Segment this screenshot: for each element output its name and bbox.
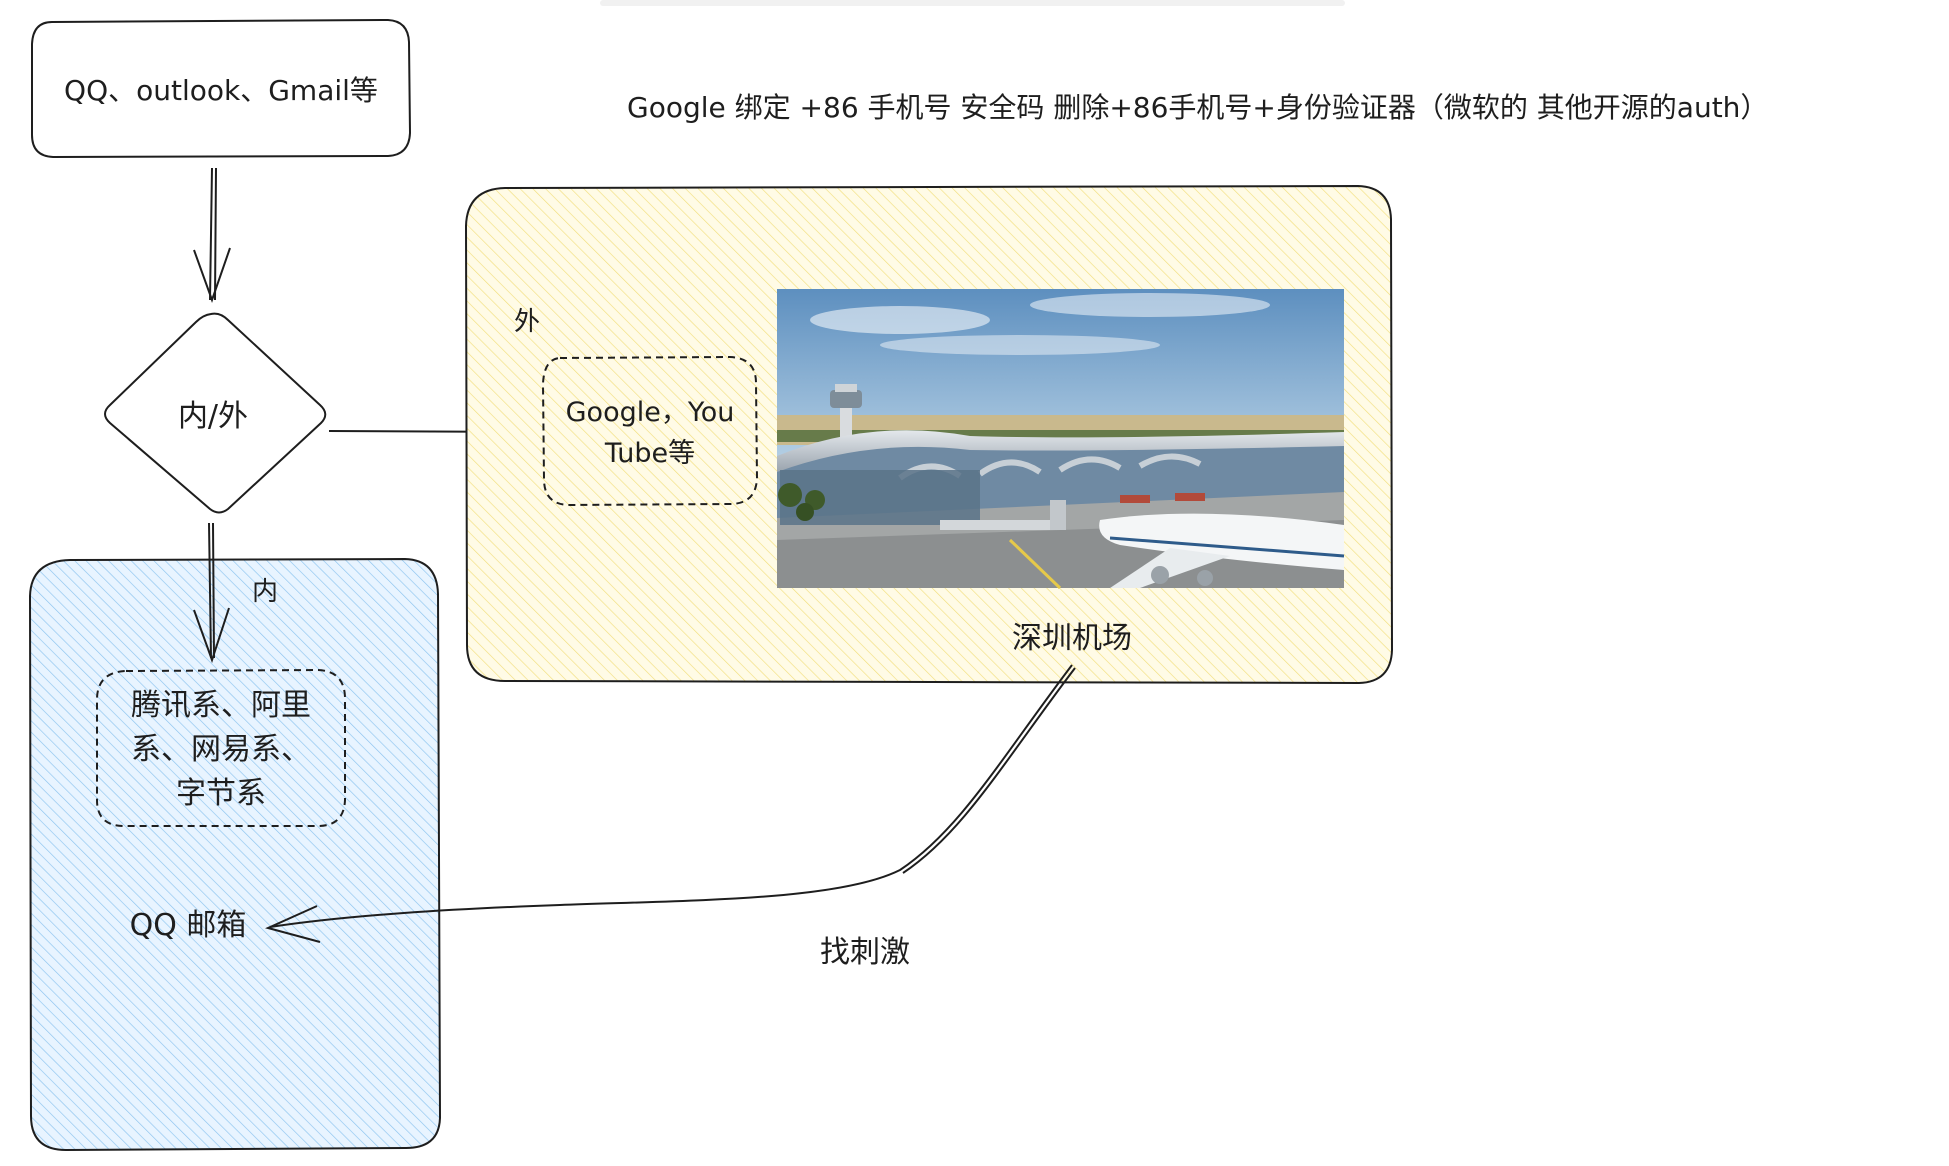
decision-node[interactable]: 内/外 [104,312,327,514]
inner-services-line-3: 字节系 [176,776,266,811]
top-note: Google 绑定 +86 手机号 安全码 删除+86手机号+身份验证器（微软的… [627,91,1768,124]
outer-services-node[interactable]: Google，You Tube等 [541,355,759,507]
airport-photo [777,289,1345,590]
top-shadow [600,0,1345,6]
arrow-start-to-decision [193,167,231,304]
outer-region-label: 外 [514,307,540,337]
start-node[interactable]: QQ、outlook、Gmail等 [31,18,412,159]
inner-services-line-1: 腾讯系、阿里 [131,688,311,723]
airport-caption: 深圳机场 [1012,621,1132,656]
arrow-airport-to-mailbox [265,664,1076,943]
inner-services-node[interactable]: 腾讯系、阿里 系、网易系、 字节系 [96,668,346,827]
outer-services-line-2: Tube等 [604,438,695,469]
inner-region[interactable]: 内 腾讯系、阿里 系、网易系、 字节系 QQ 邮箱 [28,557,442,1152]
arrow-decision-to-inner [193,522,230,664]
inner-services-line-2: 系、网易系、 [131,732,311,767]
inner-region-label: 内 [252,577,278,607]
outer-services-line-1: Google，You [566,397,735,428]
thrill-label: 找刺激 [820,935,910,970]
outer-region[interactable]: 外 Google，You Tube等 [464,184,1394,685]
decision-label: 内/外 [178,399,248,434]
start-node-label: QQ、outlook、Gmail等 [64,74,378,107]
qq-mailbox-label: QQ 邮箱 [130,908,247,943]
